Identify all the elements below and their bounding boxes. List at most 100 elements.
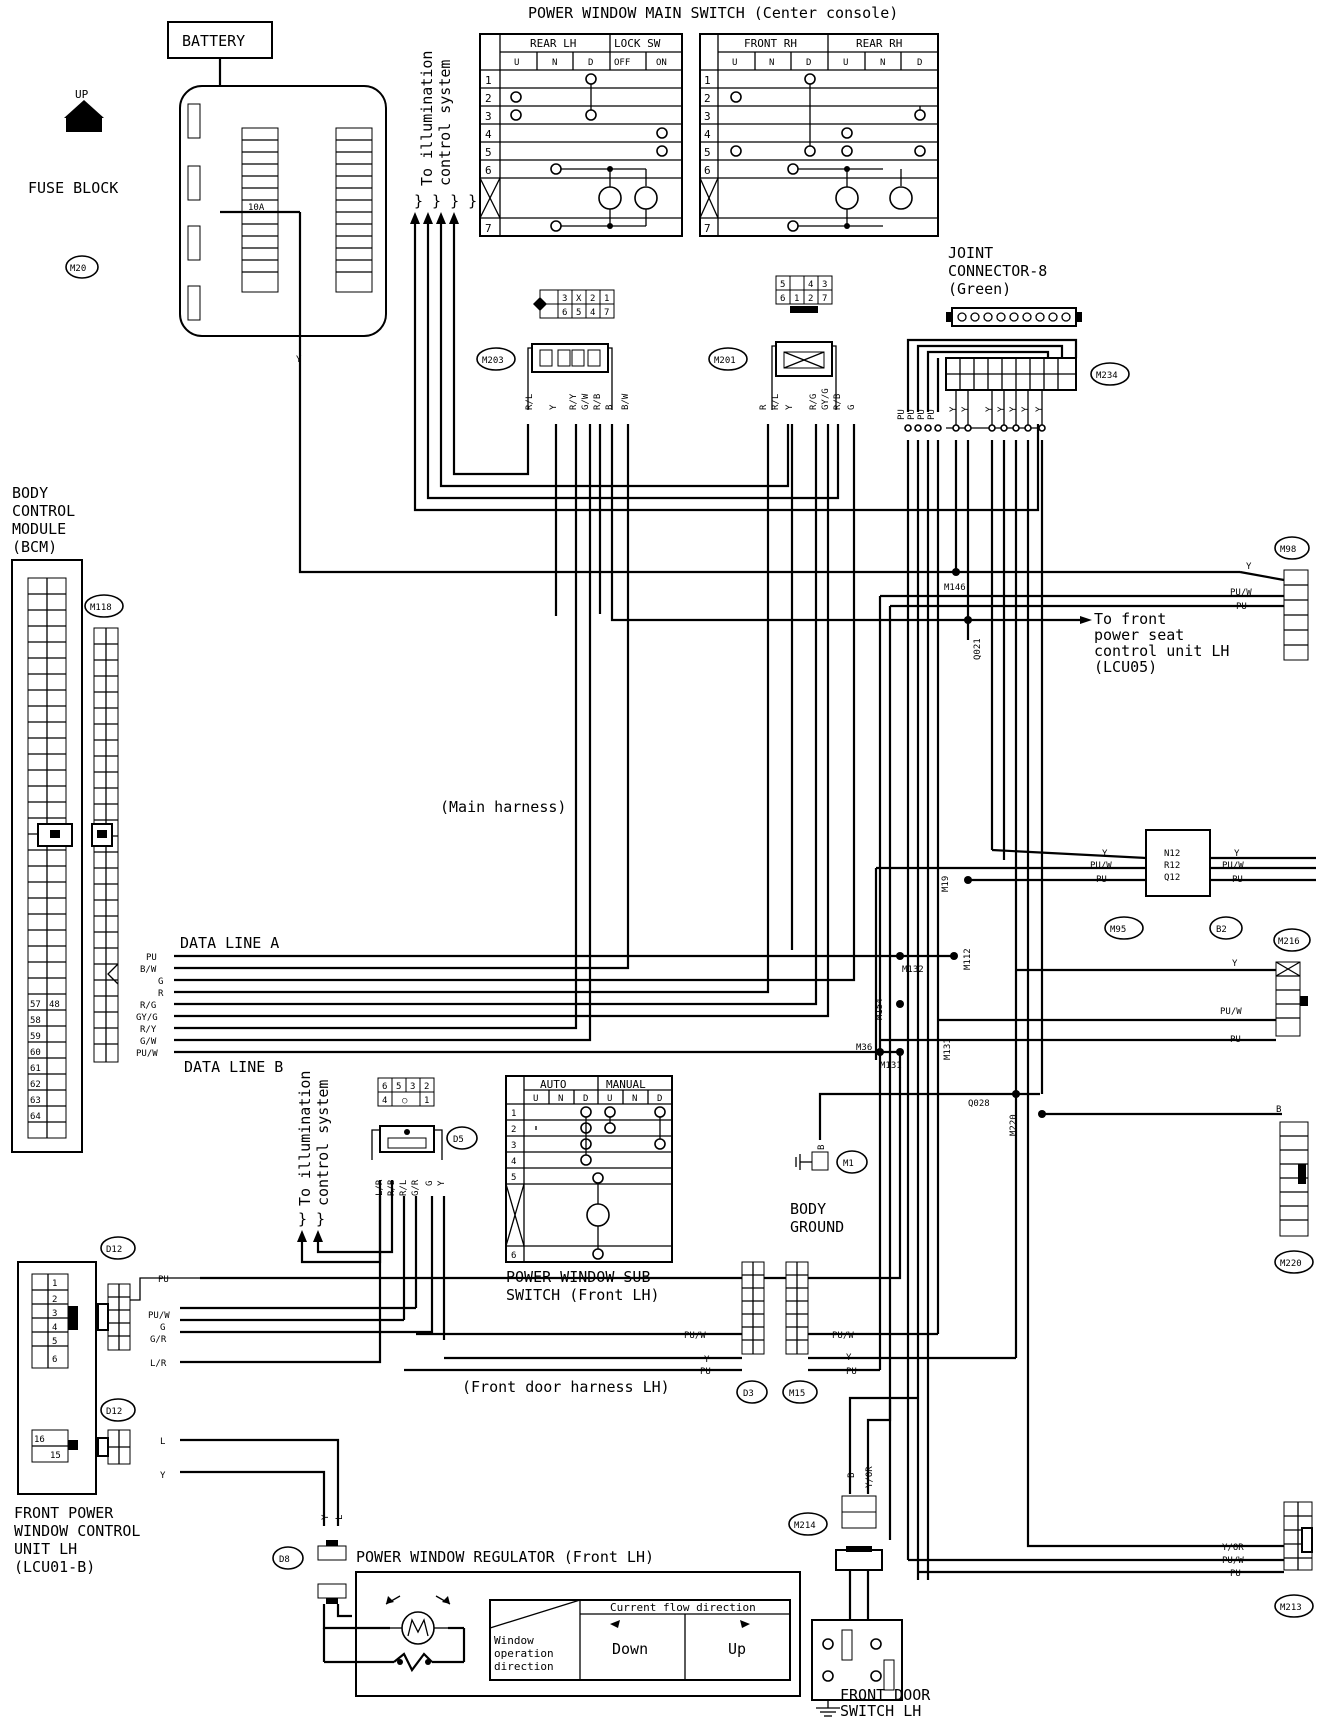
- m203-wire-gw: G/W: [581, 393, 591, 410]
- splice-m112: M112: [963, 948, 973, 970]
- main-right-sub-u1: U: [732, 58, 737, 68]
- m203-wire-rl: R/L: [525, 394, 535, 410]
- connector-m201-label: M201: [714, 356, 736, 366]
- sub-sub-u1: U: [533, 1094, 538, 1104]
- connector-b2-label: B2: [1216, 925, 1227, 935]
- connector-m95-b2: N12 R12 Q12 Y PU/W PU Y PU/W PU M95 B2: [876, 829, 1316, 940]
- main-right-row-1: 1: [704, 74, 711, 87]
- m95-left-puw: PU/W: [1090, 861, 1112, 871]
- connector-m118: M118: [84, 594, 124, 1063]
- b2-right-puw: PU/W: [1222, 861, 1244, 871]
- m201-pin-6: 6: [780, 294, 785, 304]
- data-line-a-label: DATA LINE A: [180, 934, 279, 952]
- joint-wire-pu3: PU: [917, 409, 927, 420]
- bcm: BODY CONTROL MODULE (BCM) 57: [11, 484, 83, 1153]
- bcm-wire-pu: PU: [146, 953, 157, 963]
- front-seat-label: To front power seat control unit LH (LCU…: [1094, 610, 1229, 676]
- regulator-row-label1: Window: [494, 1634, 534, 1647]
- front-power-line4: (LCU01-B): [14, 1558, 95, 1576]
- d5-pin-6: 6: [382, 1082, 387, 1092]
- sub-row-5: 5: [511, 1173, 516, 1183]
- connector-m98-label: M98: [1280, 545, 1296, 555]
- connector-d12-lower: D12 L Y: [97, 1398, 340, 1526]
- joint-wire-y5: Y: [1009, 406, 1019, 412]
- d5-pin-3: 3: [410, 1082, 415, 1092]
- bcm-wire-ry: R/Y: [140, 1025, 157, 1035]
- sub-row-2: 2: [511, 1125, 516, 1135]
- d12-wire-puw: PU/W: [148, 1311, 170, 1321]
- sub-header-auto: AUTO: [540, 1078, 567, 1091]
- sub-switch-table: AUTO MANUAL U N D U N D 1 2 3 4 5 6 POWE…: [505, 1075, 673, 1304]
- bcm-pin-48: 48: [49, 1000, 60, 1010]
- m203-wire-bw: B/W: [621, 393, 631, 410]
- sub-row-1: 1: [511, 1109, 516, 1119]
- connector-m15-label: M15: [789, 1389, 805, 1399]
- m203-wire-y: Y: [549, 404, 559, 410]
- connector-m213-label: M213: [1280, 1603, 1302, 1613]
- splice-m220: M220: [1009, 1114, 1019, 1136]
- m220-wire-b: B: [1276, 1105, 1281, 1115]
- connector-d3: PU/W Y PU D3: [404, 1261, 768, 1404]
- m201-pin-4: 4: [808, 280, 813, 290]
- m216-wire-puw: PU/W: [1220, 1007, 1242, 1017]
- d5-wire-rl: R/L: [399, 1180, 409, 1196]
- m213-wire-pu: PU: [1230, 1569, 1241, 1579]
- joint-wire-y4: Y: [997, 406, 1007, 412]
- fuse-10a-label: 10A: [248, 203, 265, 213]
- bcm-wire-g: G: [158, 977, 163, 987]
- connector-m216-label: M216: [1278, 937, 1300, 947]
- fuse-block-label: FUSE BLOCK: [28, 179, 118, 197]
- connector-d5: 6 5 3 2 4 ○ 1 D5 L/R R/B R/L G/R G Y: [371, 1077, 478, 1340]
- sub-sub-n2: N: [632, 1094, 637, 1104]
- m201-pin-7: 7: [822, 294, 827, 304]
- m95-pin-r12: R12: [1164, 861, 1180, 871]
- m201-wire-g: G: [847, 405, 857, 410]
- lcu-pin-3: 3: [52, 1309, 57, 1319]
- main-right-row-6: 6: [704, 164, 711, 177]
- m15-wire-puw: PU/W: [832, 1331, 854, 1341]
- joint-line3: (Green): [948, 280, 1011, 298]
- main-left-sub-u: U: [514, 58, 519, 68]
- d5-pin-2: 2: [424, 1082, 429, 1092]
- joint-wire-y7: Y: [1035, 406, 1045, 412]
- m201-wire-rl: R/L: [771, 394, 781, 410]
- splice-m146: M146: [944, 583, 966, 593]
- d5-wire-gr: G/R: [411, 1179, 421, 1196]
- m98-wire-puw: PU/W: [1230, 588, 1252, 598]
- main-left-row-1: 1: [485, 74, 492, 87]
- m1-wire-b: B: [817, 1145, 827, 1150]
- illum-top: To illumination control system } } } }: [410, 51, 1040, 512]
- front-power-line1: FRONT POWER: [14, 1504, 114, 1522]
- bcm-wire-bw: B/W: [140, 965, 157, 975]
- main-left-row-2: 2: [485, 92, 492, 105]
- joint-wire-y6: Y: [1021, 406, 1031, 412]
- connector-m234-label: M234: [1096, 371, 1118, 381]
- lcu-pin-4: 4: [52, 1323, 57, 1333]
- main-left-sub-n: N: [552, 58, 557, 68]
- bcm-pin-64: 64: [30, 1112, 41, 1122]
- bcm-pin-59: 59: [30, 1032, 41, 1042]
- d5-pin-5: 5: [396, 1082, 401, 1092]
- illum-top-line1: To illumination: [418, 51, 436, 186]
- main-left-row-4: 4: [485, 128, 492, 141]
- front-power-window-unit: 1 2 3 4 5 6 16 15 FRONT POWER WINDOW CON…: [14, 1261, 140, 1576]
- d12-wire-g: G: [160, 1323, 165, 1333]
- main-harness-label: (Main harness): [440, 798, 566, 816]
- main-right-row-4: 4: [704, 128, 711, 141]
- connector-m98: M98 Y PU/W PU: [880, 536, 1310, 661]
- d5-pin-4: 4: [382, 1096, 387, 1106]
- data-line-b-label: DATA LINE B: [184, 1058, 283, 1076]
- sub-sub-u2: U: [607, 1094, 612, 1104]
- connector-m203-label: M203: [482, 356, 504, 366]
- illum-bottom-line1: To illumination: [296, 1071, 314, 1206]
- splice-q021: Q021: [973, 638, 983, 660]
- battery-block: BATTERY: [167, 21, 273, 212]
- sub-switch-title2: SWITCH (Front LH): [506, 1286, 660, 1304]
- front-seat-line3: control unit LH: [1094, 642, 1229, 660]
- main-left-sub-off: OFF: [614, 58, 630, 68]
- bcm-wire-gyg: GY/G: [136, 1013, 158, 1023]
- main-right-header-front-rh: FRONT RH: [744, 37, 797, 50]
- lcu-pin-6: 6: [52, 1355, 57, 1365]
- d5-pin-1: 1: [424, 1096, 429, 1106]
